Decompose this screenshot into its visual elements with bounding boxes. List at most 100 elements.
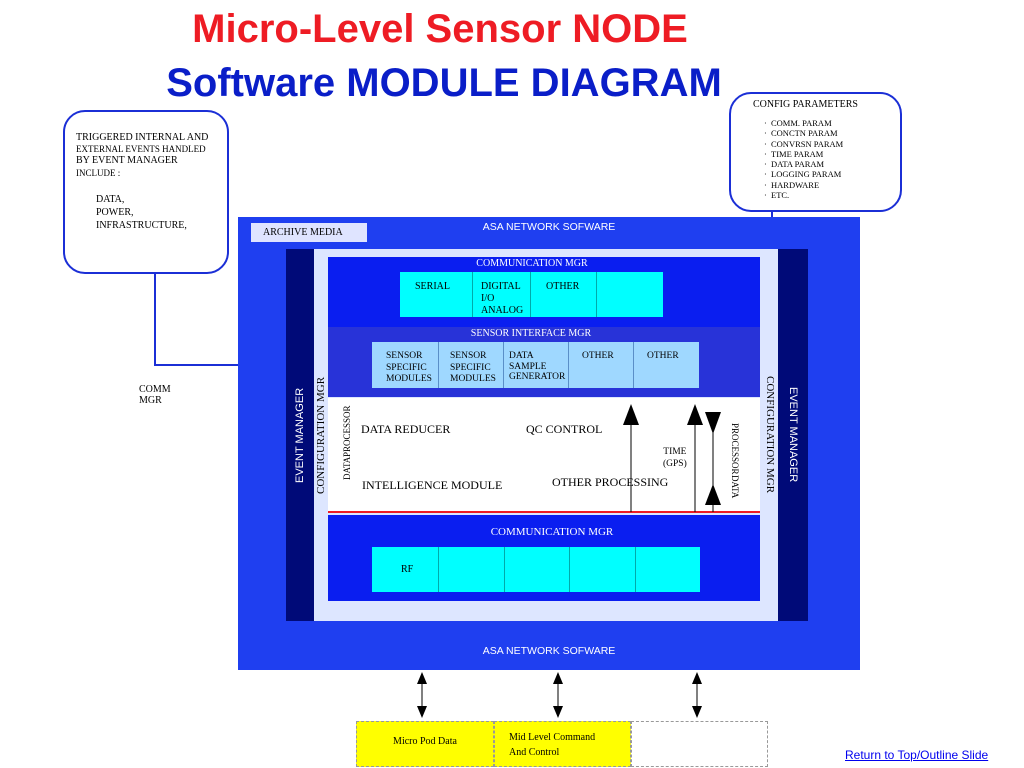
comm-mgr-bottom-title: COMMUNICATION MGR [490, 526, 614, 538]
event-manager-left-label: EVENT MANAGER [294, 387, 306, 483]
data-processor-left-label: DATA PROCESSOR [342, 405, 352, 480]
config-item-text: HARDWARE [771, 179, 820, 190]
slot-divider [596, 272, 597, 317]
data-processor-right-label: DATA PROCESSOR [730, 423, 740, 498]
text: MODULES [450, 374, 496, 384]
config-mgr-right-label: CONFIGURATION MGR [764, 376, 776, 494]
qc-control-label: QC CONTROL [526, 422, 603, 436]
text: DATA [730, 474, 740, 498]
text: SPECIFIC [386, 362, 427, 373]
archive-media-box [251, 223, 367, 242]
time-gps-label: TIME (GPS) [663, 446, 687, 470]
comm-mgr-top-title: COMMUNICATION MGR [476, 258, 588, 269]
text: DATA [509, 351, 534, 361]
config-item: · TIME PARAM [764, 148, 843, 159]
comm-mgr-side-line-1: COMM [139, 384, 171, 395]
config-item-text: DATA PARAM [771, 159, 825, 170]
config-item: · LOGGING PARAM [764, 169, 843, 180]
events-line-1: TRIGGERED INTERNAL AND [76, 132, 209, 143]
events-line-3: BY EVENT MANAGER [76, 155, 178, 166]
config-item: · CONCTN PARAM [764, 128, 843, 139]
text: (GPS) [663, 459, 687, 469]
text: SENSOR [450, 351, 487, 361]
bullet: · [764, 148, 767, 159]
sensor-other-1: OTHER [582, 351, 614, 361]
config-item: · ETC. [764, 190, 843, 201]
config-item-text: ETC. [771, 190, 790, 201]
sensor-other-2: OTHER [647, 351, 679, 361]
events-line-4: INCLUDE : [76, 168, 121, 178]
text: MODULES [386, 374, 432, 384]
slot-divider [472, 272, 473, 317]
mid-level-command-box [494, 721, 631, 767]
text: GENERATOR [509, 372, 566, 382]
micro-pod-data-label: Micro Pod Data [393, 736, 457, 747]
sensor-interface-slots [372, 342, 699, 388]
slot-divider [503, 342, 504, 388]
events-item-power: POWER, [96, 207, 134, 218]
events-item-data: DATA, [96, 194, 125, 205]
text: Mid Level Command [509, 732, 596, 743]
text: PROCESSOR [730, 423, 740, 475]
bullet: · [764, 128, 767, 139]
micro-pod-data-box [356, 721, 494, 767]
text: PROCESSOR [342, 405, 352, 457]
slot-rf: RF [401, 564, 414, 575]
title-line-2: Software MODULE DIAGRAM [166, 61, 722, 105]
empty-box [631, 721, 768, 767]
config-item-text: CONVRSN PARAM [771, 138, 844, 149]
title-line-1: Micro-Level Sensor NODE [192, 7, 688, 51]
slot-divider [568, 342, 569, 388]
config-title: CONFIG PARAMETERS [753, 99, 858, 110]
bullet: · [764, 159, 767, 170]
config-mgr-left-label: CONFIGURATION MGR [315, 376, 327, 494]
network-bottom-label: ASA NETWORK SOFWARE [482, 645, 616, 657]
config-item-text: LOGGING PARAM [771, 169, 842, 180]
data-processor-area [328, 398, 760, 513]
archive-media-label: ARCHIVE MEDIA [263, 227, 343, 238]
events-bubble: TRIGGERED INTERNAL AND EXTERNAL EVENTS H… [63, 110, 229, 274]
slot-digital-2: I/O [481, 293, 495, 304]
comm-mgr-side-line-2: MGR [139, 395, 162, 406]
config-item-text: CONCTN PARAM [771, 128, 838, 139]
bullet: · [764, 169, 767, 180]
text: DATA [342, 456, 352, 480]
slot-serial: SERIAL [415, 281, 450, 292]
network-top-label: ASA NETWORK SOFWARE [482, 221, 616, 233]
bullet: · [764, 190, 767, 201]
config-item: · COMM. PARAM [764, 118, 843, 128]
event-manager-right [778, 249, 808, 621]
intelligence-module-label: INTELLIGENCE MODULE [362, 478, 503, 492]
event-manager-left [286, 249, 314, 621]
other-processing-label: OTHER PROCESSING [552, 475, 669, 489]
config-item: · HARDWARE [764, 179, 843, 190]
slot-divider [438, 342, 439, 388]
config-list: ·COMM. PARAM ·CONCTN PARAM ·CONVRSN PARA… [764, 118, 844, 201]
slot-divider [438, 547, 439, 592]
mid-level-command-label: Mid Level Command And Control [509, 730, 595, 760]
config-item-text: TIME PARAM [771, 148, 824, 159]
event-manager-right-label: EVENT MANAGER [787, 387, 799, 483]
slot-digital-3: ANALOG [481, 305, 524, 316]
events-line-2: EXTERNAL EVENTS HANDLED [76, 144, 206, 154]
text: SAMPLE [509, 361, 547, 372]
sensor-interface-title: SENSOR INTERFACE MGR [470, 328, 592, 339]
slot-divider [504, 547, 505, 592]
slot-divider [569, 547, 570, 592]
slot-other: OTHER [546, 281, 580, 292]
text: SPECIFIC [450, 362, 491, 373]
data-reducer-label: DATA REDUCER [361, 422, 451, 436]
config-item: · DATA PARAM [764, 159, 843, 170]
slot-divider [530, 272, 531, 317]
bullet: · [764, 179, 767, 190]
return-to-top-link[interactable]: Return to Top/Outline Slide [845, 748, 989, 762]
config-item: ·CONVRSN PARAM [764, 138, 844, 149]
config-item-text: COMM. PARAM [771, 118, 832, 128]
bullet: · [764, 118, 767, 128]
comm-mgr-bottom-slots [372, 547, 700, 592]
slot-digital-1: DIGITAL [481, 281, 521, 292]
slot-divider [633, 342, 634, 388]
